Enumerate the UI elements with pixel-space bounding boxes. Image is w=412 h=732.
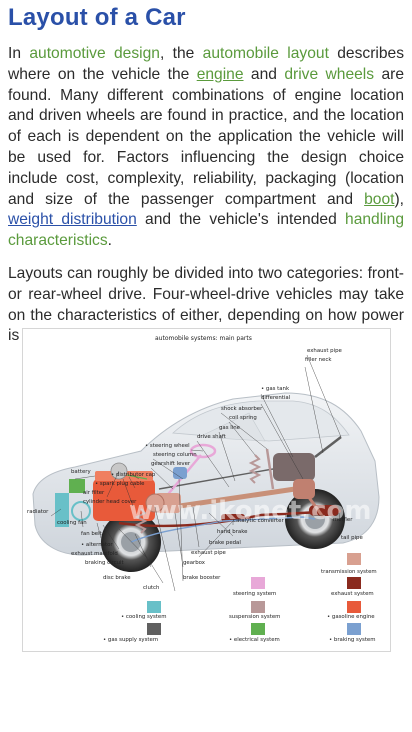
label-spark-plug-cable: • spark plug cable [95, 481, 145, 487]
text-run: In [8, 45, 30, 62]
legend-swatch-braking [347, 623, 361, 635]
gas-tank-shape [273, 453, 315, 481]
legend-label-gasoline-engine: • gasoline engine [327, 614, 375, 620]
rear-shock-absorber [265, 448, 275, 490]
cooling-fan-shape [71, 501, 91, 521]
label-coil-spring: coil spring [229, 415, 257, 421]
braking-circuit-shape [130, 516, 316, 543]
legend-label-cooling: • cooling system [121, 614, 167, 620]
rear-axle-shape [301, 488, 325, 518]
label-gearbox: gearbox [183, 560, 206, 566]
label-distributor-cap: • distributor cap [111, 472, 156, 478]
link-handling-characteristics[interactable]: handling characteristics [8, 211, 404, 250]
drive-shaft-shape [170, 486, 298, 510]
link-automotive-design[interactable]: automotive design [29, 45, 160, 62]
legend-swatch-gas-supply [147, 623, 161, 635]
legend-label-gas-supply: • gas supply system [103, 637, 158, 643]
legend-swatch-cooling [147, 601, 161, 613]
label-gearshift-lever: gearshift lever [151, 461, 191, 467]
spark-plug-cable-shape [126, 474, 148, 480]
rear-coil-spring [248, 454, 262, 484]
label-drive-shaft: drive shaft [197, 434, 226, 440]
label-battery: battery [71, 469, 91, 475]
label-disc-brake: disc brake [103, 575, 131, 581]
label-exhaust-manifold: exhaust manifold [71, 551, 118, 557]
text-run: , the [159, 45, 203, 62]
label-gas-line: gas line [219, 425, 241, 431]
label-alternator: • alternator [81, 542, 113, 548]
diagram-legend: transmission system steering system exha… [103, 553, 377, 643]
label-shock-absorber: shock absorber [221, 406, 263, 412]
diagram-title: automobile systems: main parts [155, 335, 252, 342]
label-radiator: radiator [27, 509, 49, 515]
link-automobile-layout[interactable]: automobile layout [202, 45, 329, 62]
label-exhaust-pipe-top: exhaust pipe [307, 348, 343, 354]
legend-label-suspension: suspension system [229, 614, 280, 620]
legend-label-steering: steering system [233, 591, 276, 597]
label-tail-pipe: tail pipe [341, 535, 363, 541]
label-steering-column: steering column [153, 452, 197, 458]
legend-label-transmission: transmission system [321, 569, 377, 575]
label-cylinder-head-cover: cylinder head cover [83, 499, 137, 505]
link-boot[interactable]: boot [364, 190, 395, 208]
label-steering-wheel: • steering wheel [145, 443, 190, 449]
watermark: www.ikonet.com [129, 496, 371, 526]
page-title: Layout of a Car [8, 4, 186, 31]
intro-paragraph: In automotive design, the automobile lay… [8, 44, 404, 252]
label-muffler: muffler [333, 517, 353, 523]
car-side-window [197, 412, 266, 442]
clutch-shape [145, 493, 165, 513]
legend-swatch-electrical [251, 623, 265, 635]
label-differential: differential [261, 395, 290, 401]
legend-label-braking: • braking system [329, 637, 376, 643]
text-run: ), [394, 190, 404, 208]
front-coil-spring [134, 508, 148, 534]
text-run: . [107, 232, 112, 250]
legend-label-electrical: • electrical system [229, 637, 280, 643]
engine-block [93, 479, 155, 521]
label-braking-circuit: braking circuit [85, 560, 124, 566]
link-drive-wheels[interactable]: drive wheels [284, 65, 375, 83]
label-gas-tank: • gas tank [261, 386, 290, 392]
text-run: describes where on the vehicle the [8, 45, 404, 83]
text-run: are found. Many different combinations o… [8, 65, 404, 208]
legend-swatch-gasoline-engine [347, 601, 361, 613]
legend-swatch-transmission [347, 553, 361, 565]
radiator-shape [55, 493, 69, 527]
link-engine[interactable]: engine [196, 65, 244, 83]
legend-swatch-steering [251, 577, 265, 589]
label-cooling-fan: cooling fan [57, 520, 87, 526]
label-brake-booster: brake booster [183, 575, 221, 581]
label-air-filter: air filter [83, 490, 105, 496]
filler-neck-shape [314, 436, 342, 458]
text-run: and [243, 65, 285, 83]
text-run: and the vehicle's intended [136, 211, 346, 229]
car-systems-diagram: automobile systems: main parts [22, 328, 391, 652]
brake-booster-shape [173, 467, 187, 479]
battery-shape [69, 479, 85, 493]
link-weight-distribution[interactable]: weight distribution [8, 211, 137, 229]
label-exhaust-pipe-mid: exhaust pipe [191, 550, 227, 556]
label-catalytic-converter: catalytic converter [233, 518, 284, 524]
label-clutch: clutch [143, 585, 159, 591]
legend-swatch-suspension [251, 601, 265, 613]
legend-label-exhaust: exhaust system [331, 591, 374, 597]
leader-lines [50, 354, 342, 592]
car-diagram-svg: automobile systems: main parts [27, 335, 380, 643]
label-hand-brake: hand brake [217, 529, 248, 535]
steering-wheel-shape [189, 443, 217, 459]
label-fan-belt: fan belt [81, 531, 102, 537]
catalytic-converter-shape [221, 514, 245, 521]
legend-swatch-exhaust [347, 577, 361, 589]
label-brake-pedal: brake pedal [209, 540, 241, 546]
label-filler-neck: filler neck [305, 357, 332, 363]
